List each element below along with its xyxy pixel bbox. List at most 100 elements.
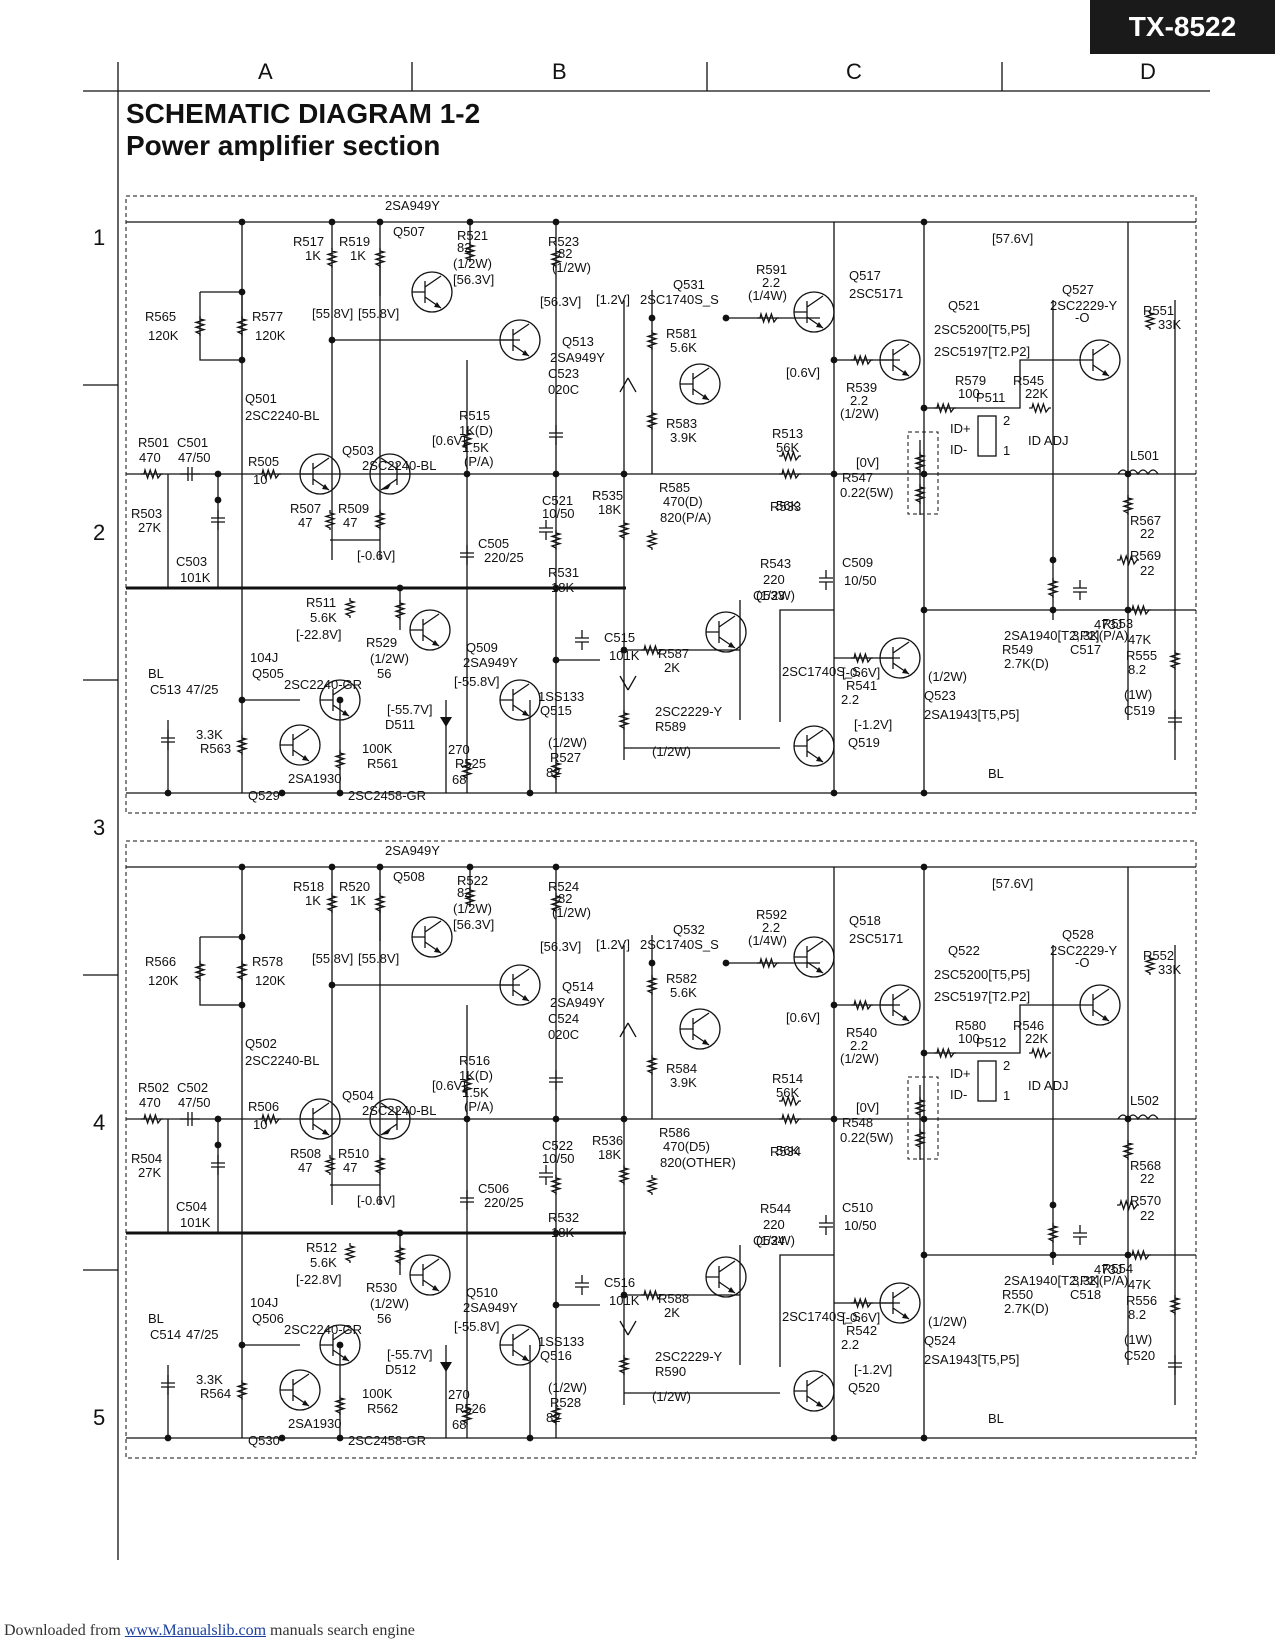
channel-2-label: (1W) — [1124, 1332, 1152, 1347]
channel-2-label: 27K — [138, 1165, 161, 1180]
channel-2-label: 2SA949Y — [550, 995, 605, 1010]
page-title: SCHEMATIC DIAGRAM 1-2 Power amplifier se… — [126, 98, 480, 162]
channel-2-label: 3.3K — [196, 1372, 223, 1387]
resistor-symbol — [259, 467, 281, 481]
junction-dot — [214, 1115, 222, 1123]
channel-2-label: R502 — [138, 1080, 169, 1095]
transistor-arrow — [816, 756, 823, 762]
channel-1-label: [-0.6V] — [357, 548, 395, 563]
channel-1-label: C519 — [1124, 703, 1155, 718]
channel-1-label: 68 — [452, 772, 466, 787]
channel-1-label: 1K(D) — [459, 423, 493, 438]
channel-2-label: 82 — [546, 1410, 560, 1425]
transistor-arrow — [816, 322, 823, 328]
channel-2-label: 2SA1930 — [288, 1416, 342, 1431]
channel-1-label: 470 — [139, 450, 161, 465]
channel-1-label: 2.2 — [850, 393, 868, 408]
channel-1-label: C505 — [478, 536, 509, 551]
channel-2-label: 2SA1943[T5,P5] — [924, 1352, 1019, 1367]
channel-2-label: (1/4W) — [748, 933, 787, 948]
channel-2-label: Q524 — [924, 1333, 956, 1348]
junction-dot — [552, 1301, 560, 1309]
transistor-arrow — [381, 1129, 391, 1135]
channel-1-label: Q531 — [673, 277, 705, 292]
channel-2-label: 100K — [362, 1386, 393, 1401]
channel-2-label: 3.9K — [670, 1075, 697, 1090]
channel-1-label: R565 — [145, 309, 176, 324]
channel-1-label: [-55.7V] — [387, 702, 433, 717]
channel-1-label: 2 — [1003, 413, 1010, 428]
transistor-leads — [410, 1258, 440, 1292]
transistor-leads — [320, 683, 350, 717]
resistor-symbol — [333, 750, 347, 770]
channel-1-label: R519 — [339, 234, 370, 249]
junction-dot — [552, 218, 560, 226]
bias-arrows — [619, 377, 637, 691]
channel-2-schematic: 2SA949YQ508R5181KR5201KR52282(1/2W)[56.3… — [125, 840, 1197, 1459]
transistor-arrow — [1102, 370, 1109, 376]
resistor-symbol — [779, 449, 801, 463]
resistor-symbol — [934, 1046, 956, 1060]
channel-2-label: -O — [1075, 955, 1089, 970]
channel-2-label: 2.7K(D) — [1004, 1301, 1049, 1316]
resistor-symbol — [460, 1075, 474, 1095]
transistor-leads — [410, 613, 440, 647]
junction-dot — [722, 959, 730, 967]
channel-2-label: 2SC2240-GR — [284, 1322, 362, 1337]
resistor-symbol — [1121, 1140, 1135, 1160]
channel-2-label: [55.8V] — [358, 951, 399, 966]
trimmer-pot — [977, 1060, 997, 1102]
transistor-arrow — [816, 1401, 823, 1407]
transistor-arrow — [728, 642, 735, 648]
channel-1-label: R555 — [1126, 648, 1157, 663]
channel-2-label: R570 — [1130, 1193, 1161, 1208]
channel-2-label: 1 — [1003, 1088, 1010, 1103]
transistor-arrow — [728, 1287, 735, 1293]
resistor-symbol — [393, 1245, 407, 1265]
channel-1-label: 2.2 — [841, 692, 859, 707]
channel-1-label: 3.3K(P/A) — [1072, 628, 1128, 643]
channel-1-label: R547 — [842, 470, 873, 485]
junction-dot — [620, 646, 628, 654]
junction-dot — [552, 470, 560, 478]
channel-1-label: C523 — [548, 366, 579, 381]
channel-1-label: R539 — [846, 380, 877, 395]
capacitor-symbol — [211, 510, 225, 530]
resistor-symbol — [235, 1380, 249, 1400]
channel-1-label: C515 — [604, 630, 635, 645]
row-label-5: 5 — [93, 1405, 105, 1430]
resistor-symbol — [549, 248, 563, 268]
channel-1-label: Q505 — [252, 666, 284, 681]
junction-dot — [920, 863, 928, 871]
channel-2-label: C514 — [150, 1327, 181, 1342]
channel-1-label: R515 — [459, 408, 490, 423]
transistor-arrow — [432, 640, 439, 646]
resistor-symbol — [373, 248, 387, 268]
channel-1-label: 10/50 — [844, 573, 877, 588]
channel-1-label: 270 — [448, 742, 470, 757]
channel-2-label: C518 — [1070, 1287, 1101, 1302]
resistor-symbol — [1046, 1223, 1060, 1243]
channel-1-label: R513 — [772, 426, 803, 441]
transistor-arrow — [522, 995, 529, 1001]
channel-2-label: R514 — [772, 1071, 803, 1086]
channel-1-label: Q529 — [248, 788, 280, 803]
channel-1-label: 2K — [664, 660, 680, 675]
channel-2-label: 5.6K — [670, 985, 697, 1000]
channel-2-label: C524 — [548, 1011, 579, 1026]
footer-link[interactable]: www.Manualslib.com — [124, 1622, 267, 1639]
channel-2-label: R530 — [366, 1280, 397, 1295]
channel-1-label: R523 — [548, 234, 579, 249]
capacitor-symbol — [819, 1215, 833, 1235]
channel-2-label: (1/2W) — [552, 905, 591, 920]
grid-frame: A B C D 1 2 3 4 5 — [83, 59, 1210, 1560]
channel-1-label: 2SA949Y — [463, 655, 518, 670]
channel-1-label: R501 — [138, 435, 169, 450]
wire — [779, 609, 834, 722]
transistor-leads — [880, 988, 910, 1022]
channel-1-label: 18K — [551, 580, 574, 595]
transistor-leads — [500, 968, 530, 1002]
channel-2-label: 0.22(5W) — [840, 1130, 893, 1145]
junction-dot — [278, 789, 286, 797]
junction-dot — [920, 1434, 928, 1442]
